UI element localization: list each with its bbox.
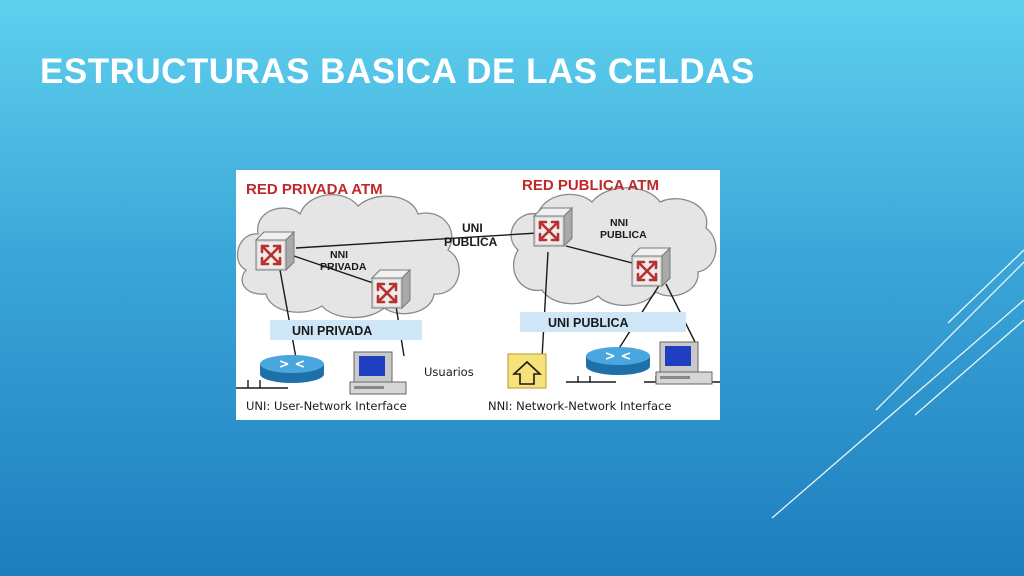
atm-network-diagram: RED PRIVADA ATM RED PUBLICA ATM UNI PUBL… [236,170,720,420]
computer-icon [655,341,713,385]
nni-legend: NNI: Network-Network Interface [488,399,671,413]
computer-icon [349,351,407,395]
uni-publica-link-label-2: PUBLICA [444,235,498,249]
atm-switch-icon [532,206,574,248]
uni-publica-link-label-1: UNI [462,221,483,235]
uni-privada-label: UNI PRIVADA [292,324,372,338]
atm-switch-icon [254,230,296,272]
nni-privada-label-1: NNI [330,249,348,261]
house-icon [507,353,547,389]
deco-line-top [947,249,1024,324]
uni-publica-label: UNI PUBLICA [548,316,629,330]
nni-publica-label-1: NNI [610,217,628,229]
users-label: Usuarios [424,365,474,379]
atm-switch-icon [370,268,412,310]
deco-line-lower [914,319,1024,416]
router-icon [585,346,651,376]
public-cloud [510,187,717,307]
private-network-title: RED PRIVADA ATM [246,181,383,198]
slide-title: ESTRUCTURAS BASICA DE LAS CELDAS [40,52,755,91]
router-icon [259,354,325,384]
atm-switch-icon [630,246,672,288]
nni-privada-label-2: PRIVADA [320,261,367,273]
nni-publica-label-2: PUBLICA [600,229,647,241]
uni-legend: UNI: User-Network Interface [246,399,407,413]
deco-line-long [771,299,1024,519]
uni-privada-bar [270,320,422,340]
public-network-title: RED PUBLICA ATM [522,177,659,194]
deco-line-upper [875,261,1024,411]
uni-publica-bar [520,312,686,332]
